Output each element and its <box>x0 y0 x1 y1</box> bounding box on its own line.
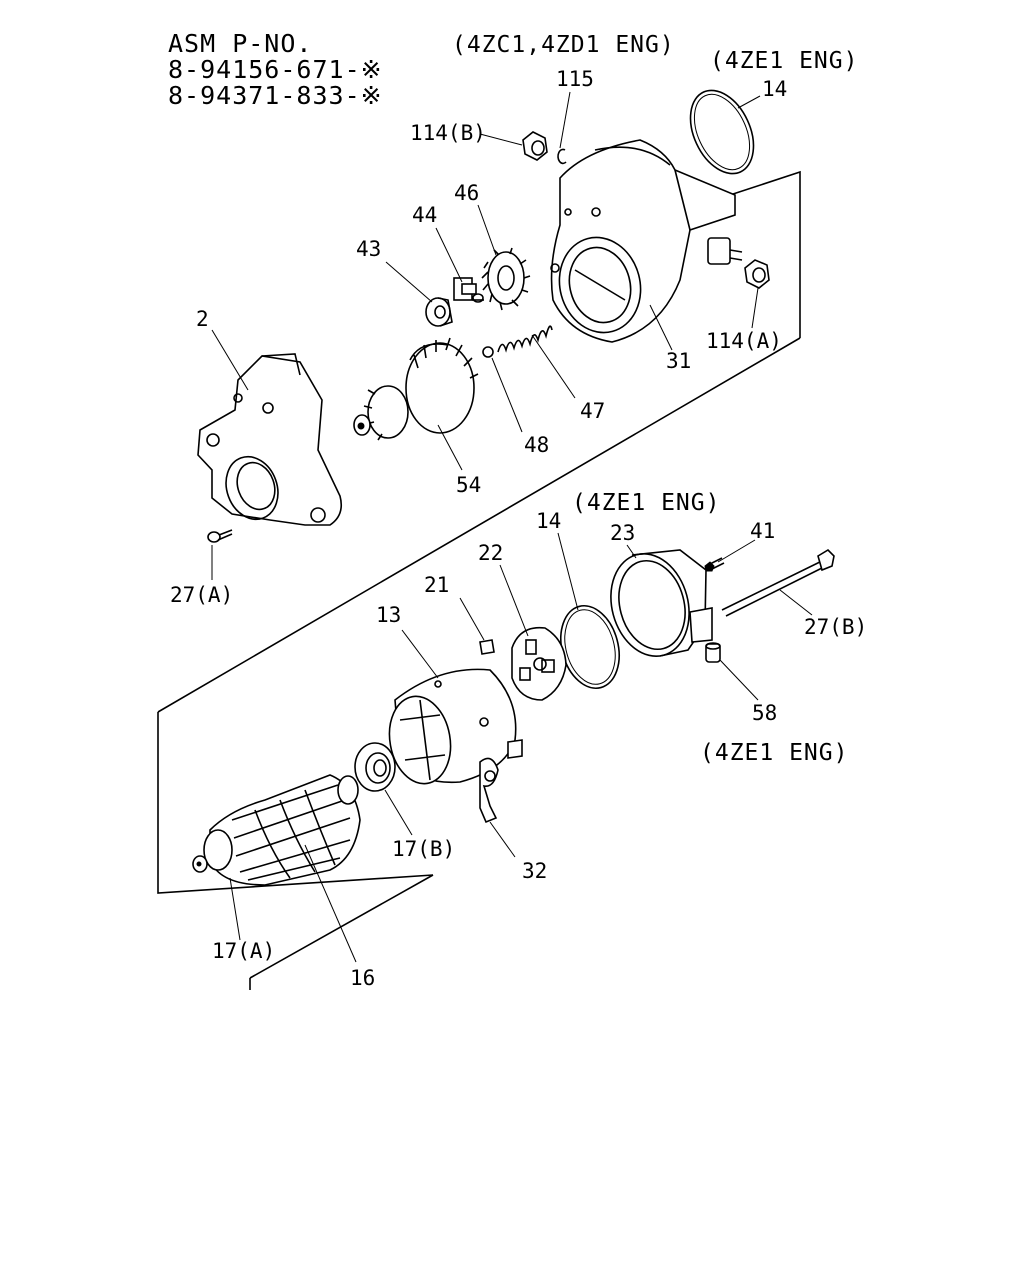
callout-21: 21 <box>424 573 449 597</box>
spring-47 <box>497 325 553 353</box>
callout-54: 54 <box>456 473 481 497</box>
callout-115: 115 <box>556 67 594 91</box>
brush-21 <box>479 639 495 655</box>
nut-114b <box>522 131 548 161</box>
engine-note-4zc1-4zd1: (4ZC1,4ZD1 ENG) <box>452 32 675 58</box>
lead-wire-32 <box>479 757 499 824</box>
callout-41: 41 <box>750 519 775 543</box>
callout-23: 23 <box>610 521 635 545</box>
nut-114a <box>744 259 770 289</box>
steel-ball-48 <box>482 346 494 358</box>
assembly-boundary <box>157 170 801 990</box>
front-housing-2 <box>197 353 343 526</box>
callout-22: 22 <box>478 541 503 565</box>
armature-16 <box>192 774 361 886</box>
callout-2: 2 <box>196 307 209 331</box>
callout-17b: 17(B) <box>392 837 455 861</box>
callout-17a: 17(A) <box>212 939 275 963</box>
callout-47: 47 <box>580 399 605 423</box>
callout-14-top: 14 <box>762 77 787 101</box>
callout-labels: 115 14 114(B) 46 44 43 2 31 114(A) 47 48… <box>170 67 867 990</box>
screw-27a <box>207 529 233 543</box>
callout-48: 48 <box>524 433 549 457</box>
assembly-part-number-1: 8-94156-671-※ <box>168 55 383 84</box>
brush-holder-22 <box>511 626 567 701</box>
overrunning-clutch-54 <box>353 337 479 441</box>
callout-14-mid: 14 <box>536 509 561 533</box>
callout-58: 58 <box>752 701 777 725</box>
o-ring-14-top <box>689 89 755 175</box>
callout-46: 46 <box>454 181 479 205</box>
asm-part-number-label: ASM P-NO. <box>168 29 312 58</box>
pinion-gear-46 <box>481 247 531 311</box>
bearing-17b <box>354 742 396 792</box>
callout-32: 32 <box>522 859 547 883</box>
through-bolt-27b <box>721 548 835 617</box>
callout-16: 16 <box>350 966 375 990</box>
washer-115 <box>557 148 567 165</box>
yoke-23 <box>610 549 713 657</box>
assembly-part-number-2: 8-94371-833-※ <box>168 81 383 110</box>
collar-43 <box>425 297 453 327</box>
engine-note-4ze1-middle: (4ZE1 ENG) <box>572 490 720 516</box>
engine-note-4ze1-bottom: (4ZE1 ENG) <box>700 740 848 766</box>
callout-114b: 114(B) <box>410 121 486 145</box>
insulator-58 <box>705 642 721 663</box>
callout-31: 31 <box>666 349 691 373</box>
screw-41 <box>704 557 725 572</box>
callout-43: 43 <box>356 237 381 261</box>
callout-13: 13 <box>376 603 401 627</box>
end-frame-13 <box>388 668 523 785</box>
callout-114a: 114(A) <box>706 329 782 353</box>
engine-note-4ze1-top: (4ZE1 ENG) <box>710 48 858 74</box>
callout-44: 44 <box>412 203 437 227</box>
callout-27b: 27(B) <box>804 615 867 639</box>
magnetic-switch-housing-31 <box>550 139 743 343</box>
leader-lines <box>211 91 813 963</box>
callout-27a: 27(A) <box>170 583 233 607</box>
holder-44 <box>453 277 484 303</box>
